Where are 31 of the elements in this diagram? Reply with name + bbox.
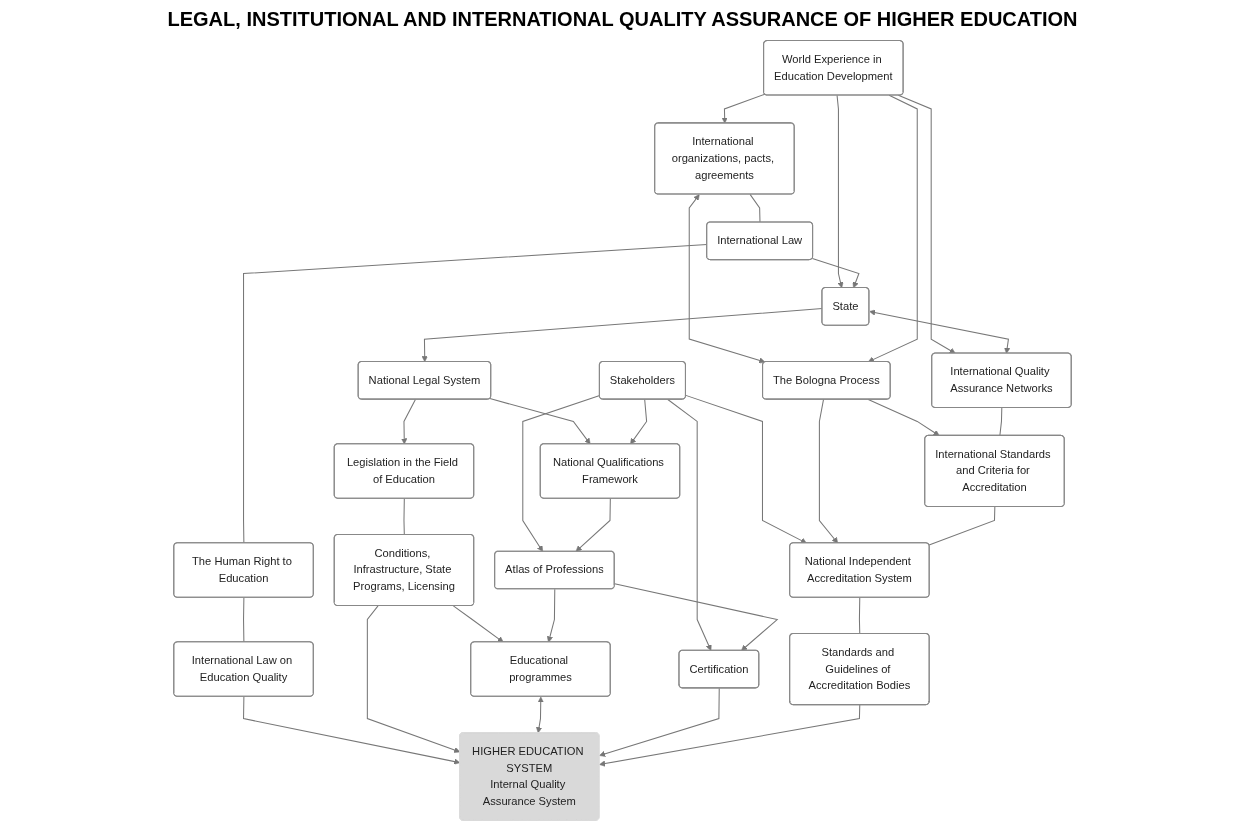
- arrow: [243, 696, 461, 765]
- arrow: [721, 93, 766, 124]
- arrow: [868, 94, 918, 363]
- arrow: [667, 398, 712, 651]
- arrow: [401, 398, 416, 445]
- connector: [999, 407, 1003, 437]
- connector: [403, 498, 405, 536]
- arrow: [575, 498, 611, 552]
- diagram-title: LEGAL, INSTITUTIONAL AND INTERNATIONAL QUALITY ASSURANCE OF HIGHER EDUCATION: [167, 8, 1078, 31]
- connector: [928, 506, 996, 546]
- connector: [243, 597, 245, 643]
- arrow: [452, 605, 504, 643]
- arrow: [599, 704, 861, 767]
- arrow: [546, 588, 556, 643]
- arrow: [818, 398, 839, 544]
- connector: [858, 597, 861, 635]
- arrow: [536, 696, 544, 734]
- arrow: [614, 583, 779, 651]
- arrow: [489, 398, 591, 445]
- arrow: [836, 94, 844, 289]
- arrow: [599, 687, 720, 757]
- arrow: [685, 394, 807, 544]
- arrow: [897, 94, 956, 354]
- arrow: [811, 257, 860, 289]
- arrow: [366, 605, 461, 753]
- connector: [749, 193, 761, 223]
- arrow: [869, 309, 1011, 354]
- arrow: [867, 398, 940, 436]
- arrow: [630, 398, 648, 445]
- arrow: [522, 394, 601, 552]
- arrow: [688, 194, 766, 364]
